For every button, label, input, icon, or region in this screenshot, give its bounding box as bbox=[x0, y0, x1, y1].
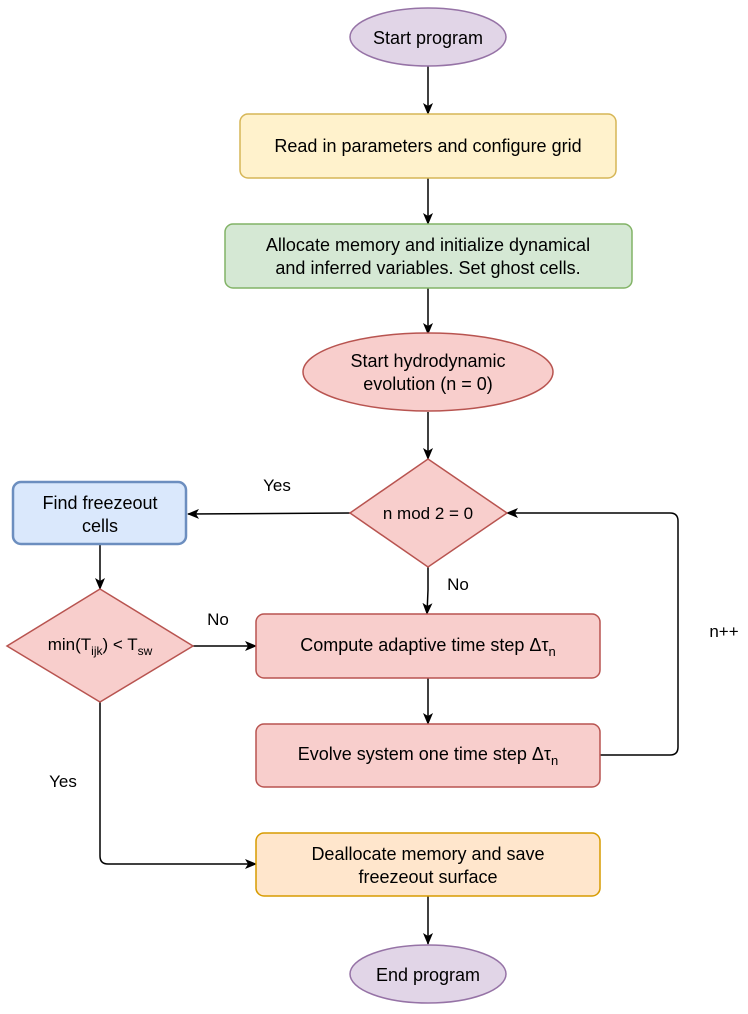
dealloc-node: Deallocate memory and save freezeout sur… bbox=[255, 832, 601, 897]
evolve-shape bbox=[255, 723, 601, 788]
label-min-yes: Yes bbox=[49, 772, 77, 791]
edge-min-dealloc bbox=[99, 702, 257, 869]
alloc-node: Allocate memory and initialize dynamical… bbox=[224, 223, 633, 289]
alloc-line1: Allocate memory and initialize dynamical bbox=[266, 235, 590, 255]
find-line2: cells bbox=[82, 516, 118, 536]
edge-mod-compute bbox=[422, 567, 433, 615]
evolve-prefix: Evolve system one time step Δτ bbox=[298, 744, 551, 764]
evolve-node: Evolve system one time step Δτn bbox=[255, 723, 601, 788]
mod-shape bbox=[348, 458, 509, 568]
hydro-line1: Start hydrodynamic bbox=[350, 351, 505, 371]
read-label: Read in parameters and configure grid bbox=[274, 136, 581, 156]
min-decision: min(Tijk) < Tsw bbox=[5, 588, 195, 703]
label-min-no: No bbox=[207, 610, 229, 629]
min-sub2: sw bbox=[138, 644, 153, 658]
edge-evolve-mod-loop bbox=[506, 508, 679, 756]
find-shape bbox=[11, 480, 188, 546]
alloc-line2: and inferred variables. Set ghost cells. bbox=[275, 258, 580, 278]
dealloc-shape bbox=[255, 832, 601, 897]
hydro-node: Start hydrodynamic evolution (n = 0) bbox=[302, 332, 554, 412]
min-shape bbox=[5, 588, 195, 703]
end-node: End program bbox=[349, 944, 507, 1004]
end-label: End program bbox=[376, 965, 480, 985]
min-mid: ) < T bbox=[103, 635, 138, 654]
mod-label: n mod 2 = 0 bbox=[383, 504, 473, 523]
label-mod-no: No bbox=[447, 575, 469, 594]
min-sub1: ijk bbox=[91, 644, 103, 658]
find-line1: Find freezeout bbox=[42, 493, 157, 513]
label-mod-yes: Yes bbox=[263, 476, 291, 495]
compute-sub: n bbox=[549, 644, 556, 659]
evolve-label: Evolve system one time step Δτn bbox=[298, 744, 558, 768]
compute-label: Compute adaptive time step Δτn bbox=[300, 635, 556, 659]
min-prefix: min(T bbox=[48, 635, 91, 654]
evolve-sub: n bbox=[551, 753, 558, 768]
compute-prefix: Compute adaptive time step Δτ bbox=[300, 635, 548, 655]
label-loop: n++ bbox=[709, 622, 738, 641]
end-shape bbox=[349, 944, 507, 1004]
hydro-shape bbox=[302, 332, 554, 412]
start-label: Start program bbox=[373, 28, 483, 48]
start-shape bbox=[349, 7, 507, 67]
find-node: Find freezeout cells bbox=[11, 480, 188, 546]
alloc-shape bbox=[224, 223, 633, 289]
hydro-line2: evolution (n = 0) bbox=[363, 374, 493, 394]
compute-shape bbox=[255, 613, 601, 679]
start-node: Start program bbox=[349, 7, 507, 67]
mod-decision: n mod 2 = 0 bbox=[348, 458, 509, 568]
min-label: min(Tijk) < Tsw bbox=[48, 635, 153, 658]
read-shape bbox=[239, 113, 617, 179]
edge-mod-find bbox=[187, 508, 351, 519]
read-node: Read in parameters and configure grid bbox=[239, 113, 617, 179]
dealloc-line1: Deallocate memory and save bbox=[311, 844, 544, 864]
compute-node: Compute adaptive time step Δτn bbox=[255, 613, 601, 679]
edges bbox=[95, 66, 679, 945]
dealloc-line2: freezeout surface bbox=[358, 867, 497, 887]
